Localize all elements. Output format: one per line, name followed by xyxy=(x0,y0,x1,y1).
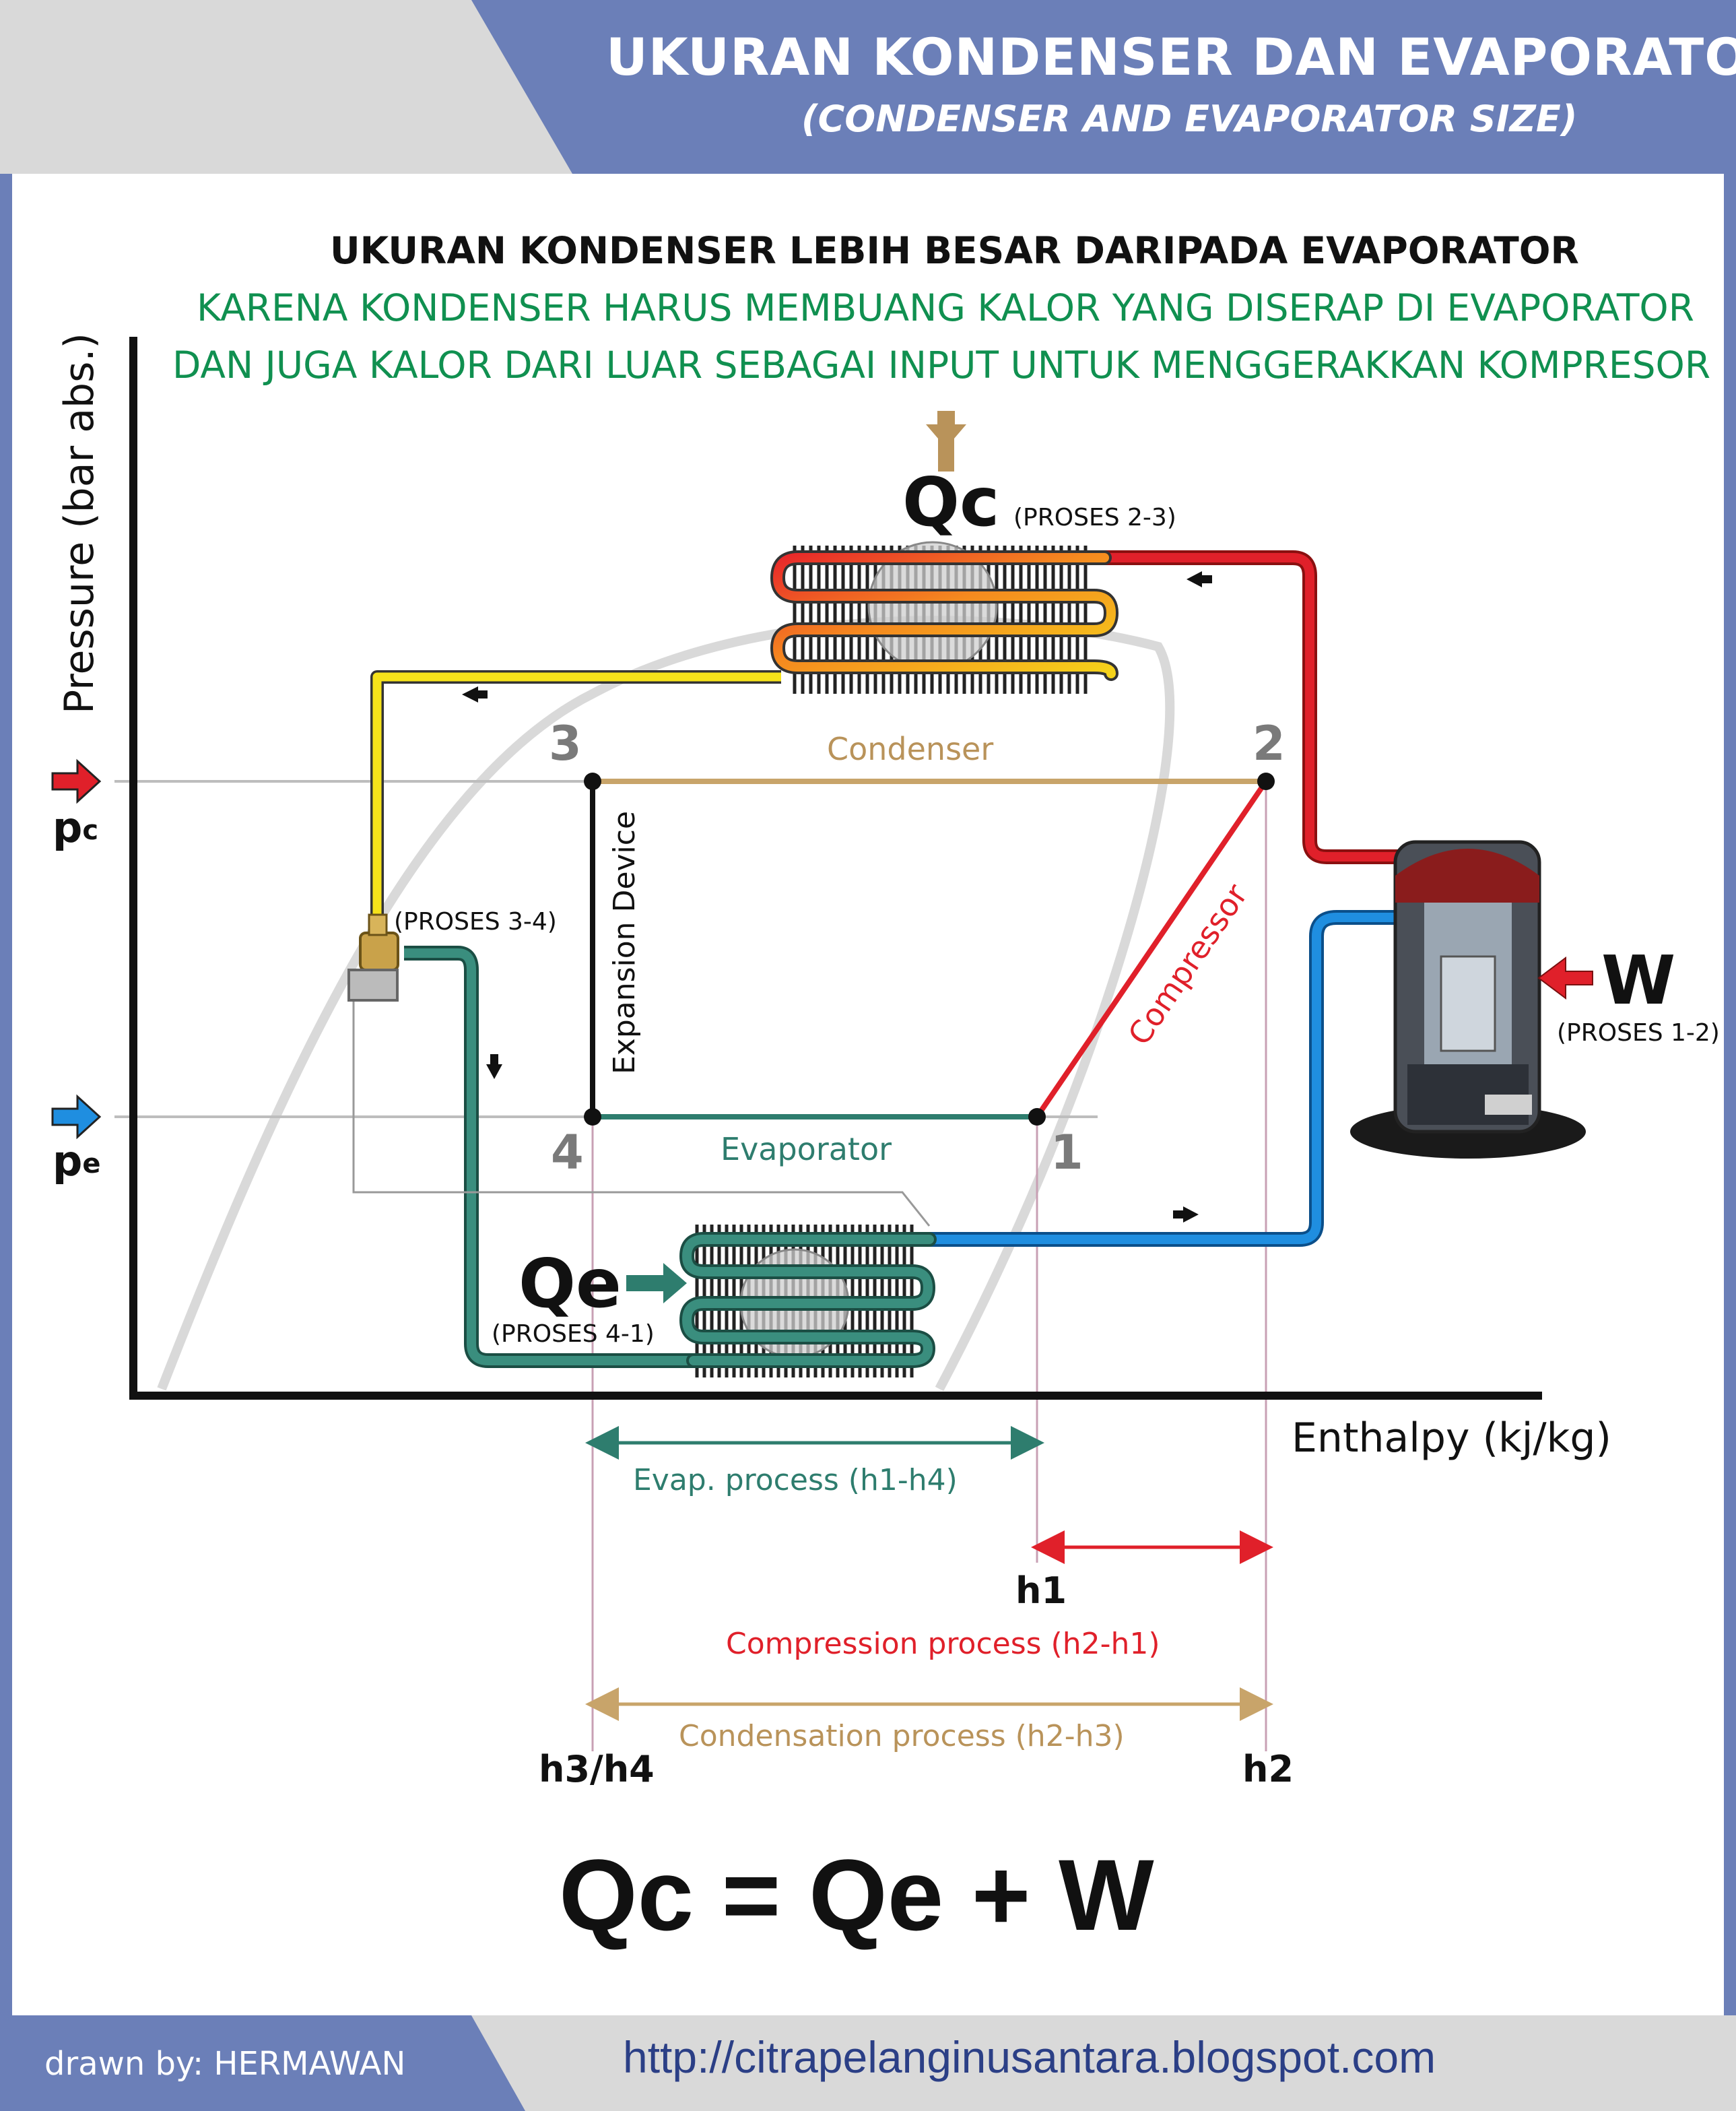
energy-balance-equation: Qc = Qe + W xyxy=(559,1838,1154,1951)
author-credit: drawn by: HERMAWAN xyxy=(44,2045,406,2083)
statement-heading: UKURAN KONDENSER LEBIH BESAR DARIPADA EV… xyxy=(330,229,1579,272)
header-gray-band xyxy=(0,0,572,174)
blog-url-link[interactable]: http://citrapelanginusantara.blogspot.co… xyxy=(623,2032,1436,2082)
compressor-unit xyxy=(1350,840,1586,1159)
page-title: UKURAN KONDENSER DAN EVAPORATOR xyxy=(606,27,1736,87)
point-4-dot xyxy=(584,1108,601,1126)
qe-heat-in-arrow xyxy=(626,1263,687,1303)
condensation-process-label: Condensation process (h2-h3) xyxy=(679,1719,1125,1753)
h2-label: h2 xyxy=(1242,1748,1294,1790)
y-axis-label: Pressure (bar abs.) xyxy=(56,333,103,714)
pc-arrow xyxy=(51,758,102,804)
condenser-coil xyxy=(770,541,1119,694)
qe-label: Qe xyxy=(519,1244,622,1323)
x-axis-label: Enthalpy (kj/kg) xyxy=(1292,1415,1611,1462)
pe-arrow xyxy=(51,1094,102,1140)
compression-process-label: Compression process (h2-h1) xyxy=(726,1627,1160,1661)
w-work-in-arrow xyxy=(1537,956,1593,1000)
h1-label: h1 xyxy=(1015,1569,1067,1612)
qc-proses-label: (PROSES 2-3) xyxy=(1013,504,1176,531)
page-subtitle: (CONDENSER AND EVAPORATOR SIZE) xyxy=(801,98,1578,140)
discharge-line-pipe xyxy=(1104,550,1404,864)
qe-proses-label: (PROSES 4-1) xyxy=(492,1320,655,1348)
expansion-valve xyxy=(347,913,399,1002)
statement-line-2: KARENA KONDENSER HARUS MEMBUANG KALOR YA… xyxy=(197,286,1694,329)
expansion-proses-label: (PROSES 3-4) xyxy=(394,908,557,936)
point-2-label: 2 xyxy=(1253,716,1286,771)
flow-arrows xyxy=(462,571,1212,1223)
point-1-label: 1 xyxy=(1050,1125,1083,1180)
point-1-dot xyxy=(1028,1108,1046,1126)
h34-label: h3/h4 xyxy=(539,1748,655,1790)
statement-line-3: DAN JUGA KALOR DARI LUAR SEBAGAI INPUT U… xyxy=(172,344,1711,387)
qc-heat-arrow-shaft xyxy=(938,424,954,472)
footer-gray-band xyxy=(471,2015,1736,2111)
evaporator-coil xyxy=(679,1225,937,1377)
w-proses-label: (PROSES 1-2) xyxy=(1557,1019,1720,1047)
pc-symbol: pc xyxy=(53,803,98,852)
pe-symbol: pe xyxy=(53,1136,101,1186)
w-label: W xyxy=(1601,941,1675,1020)
condenser-process-label: Condenser xyxy=(827,731,993,767)
point-3-label: 3 xyxy=(549,716,582,771)
sensing-bulb-line xyxy=(352,970,931,1227)
point-3-dot xyxy=(584,773,601,790)
point-4-label: 4 xyxy=(551,1125,584,1180)
evap-process-label: Evap. process (h1-h4) xyxy=(633,1463,958,1497)
evaporator-process-label: Evaporator xyxy=(721,1131,892,1167)
expansion-device-label: Expansion Device xyxy=(607,811,642,1074)
compressor-line xyxy=(1034,779,1269,1119)
qc-label: Qc xyxy=(902,463,999,542)
point-2-dot xyxy=(1257,773,1275,790)
